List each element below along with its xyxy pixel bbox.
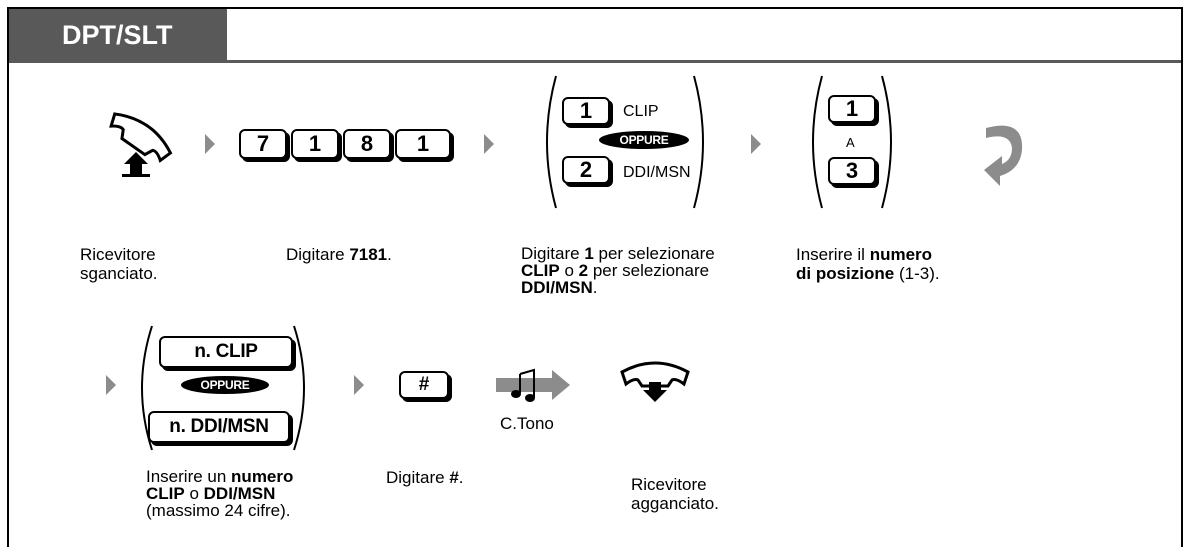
label-select-clip-ddi: Digitare 1 per selezionare CLIP o 2 per …: [521, 244, 715, 297]
header-tab: DPT/SLT: [9, 9, 227, 61]
option-ddi-msn: DDI/MSN: [623, 164, 691, 181]
left-paren: [812, 75, 823, 209]
flow-arrow-5: [354, 375, 364, 395]
option-clip: CLIP: [623, 103, 659, 120]
frame-border: [7, 7, 1183, 547]
flow-arrow-3: [751, 134, 761, 154]
frame-left-border: [7, 7, 9, 547]
left-paren: [546, 75, 557, 209]
key-1[interactable]: 1: [291, 129, 339, 159]
handset-off-hook-icon: [109, 112, 173, 177]
right-paren: [693, 75, 704, 209]
or-badge: OPPURE: [599, 131, 689, 149]
or-badge: OPPURE: [181, 376, 269, 394]
label-dial-7181: Digitare 7181.: [286, 245, 392, 264]
key-hash[interactable]: #: [399, 371, 449, 399]
range-a: A: [846, 135, 855, 150]
key-1b[interactable]: 1: [395, 129, 451, 159]
key-1-pos[interactable]: 1: [828, 95, 876, 123]
key-ddi-msn-number[interactable]: n. DDI/MSN: [148, 411, 290, 443]
confirmation-tone-icon: [496, 368, 570, 402]
label-dial-hash: Digitare #.: [386, 468, 464, 487]
right-paren: [293, 325, 305, 451]
handset-on-hook-icon: [620, 361, 690, 402]
label-position-number: Inserire il numero di posizione (1-3).: [796, 245, 940, 283]
flow-arrow-4: [106, 375, 116, 395]
key-3-pos[interactable]: 3: [828, 157, 876, 185]
right-paren: [881, 75, 892, 209]
tone-label: C.Tono: [500, 414, 554, 433]
key-8[interactable]: 8: [343, 129, 391, 159]
label-enter-number: Inserire un numero CLIP o DDI/MSN (massi…: [146, 467, 294, 520]
flow-arrow-2: [484, 134, 494, 154]
flow-arrow-1: [205, 134, 215, 154]
key-2-ddi[interactable]: 2: [562, 156, 610, 184]
key-1-clip[interactable]: 1: [562, 97, 610, 125]
header-rule: [9, 60, 1181, 63]
key-clip-number[interactable]: n. CLIP: [159, 336, 293, 368]
continue-arrow-icon: [984, 125, 1023, 186]
key-7[interactable]: 7: [239, 129, 287, 159]
